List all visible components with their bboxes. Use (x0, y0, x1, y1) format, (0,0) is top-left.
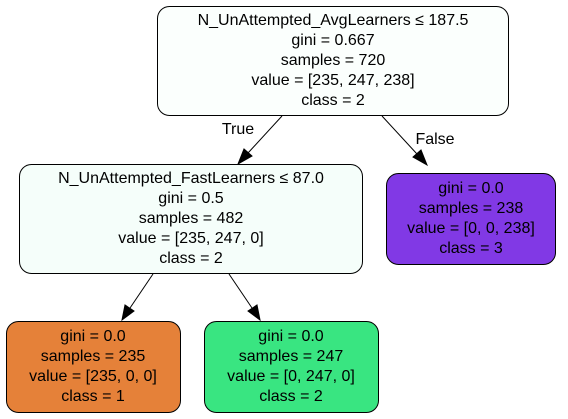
node-box (19, 164, 363, 274)
edge-root-left (247, 115, 283, 154)
node-gini: gini = 0.5 (158, 190, 223, 207)
node-samples: samples = 247 (239, 348, 344, 365)
tree-node-left: N_UnAttempted_FastLearners ≤ 87.0 gini =… (19, 164, 363, 274)
tree-node-left-right: gini = 0.0 samples = 247 value = [0, 247… (204, 321, 379, 413)
node-class: class = 2 (301, 92, 365, 109)
edge-left-leftright-arrow (247, 304, 261, 322)
node-box (386, 173, 556, 265)
node-box (204, 321, 379, 413)
tree-node-left-left: gini = 0.0 samples = 235 value = [235, 0… (6, 321, 181, 413)
node-samples: samples = 482 (139, 210, 244, 227)
node-value: value = [235, 247, 0] (118, 230, 263, 247)
edge-label-false: False (415, 131, 454, 148)
node-gini: gini = 0.0 (60, 328, 125, 345)
node-samples: samples = 720 (281, 52, 386, 69)
edge-root-right-arrow (412, 149, 428, 167)
node-value: value = [0, 0, 238] (407, 220, 535, 237)
node-split-rule: N_UnAttempted_FastLearners ≤ 87.0 (58, 170, 324, 187)
edge-root-left-arrow (237, 148, 253, 166)
tree-node-right: gini = 0.0 samples = 238 value = [0, 0, … (386, 173, 556, 265)
node-samples: samples = 238 (419, 200, 524, 217)
tree-node-root: N_UnAttempted_AvgLearners ≤ 187.5 gini =… (157, 6, 509, 116)
node-box (6, 321, 181, 413)
node-value: value = [0, 247, 0] (227, 368, 355, 385)
node-box (157, 6, 509, 116)
node-class: class = 1 (61, 388, 125, 405)
node-gini: gini = 0.0 (258, 328, 323, 345)
node-samples: samples = 235 (41, 348, 146, 365)
node-value: value = [235, 247, 238] (251, 72, 414, 89)
edge-left-leftleft (129, 273, 154, 309)
tree-edges: True False (121, 115, 455, 322)
node-gini: gini = 0.667 (291, 32, 374, 49)
edge-left-leftleft-arrow (121, 304, 135, 322)
node-class: class = 2 (159, 250, 223, 267)
edge-left-leftright (228, 273, 253, 309)
edge-label-true: True (222, 121, 254, 138)
edge-root-right (381, 115, 418, 155)
node-value: value = [235, 0, 0] (29, 368, 157, 385)
node-split-rule: N_UnAttempted_AvgLearners ≤ 187.5 (198, 12, 469, 29)
node-class: class = 2 (259, 388, 323, 405)
node-class: class = 3 (439, 240, 503, 257)
node-gini: gini = 0.0 (438, 180, 503, 197)
